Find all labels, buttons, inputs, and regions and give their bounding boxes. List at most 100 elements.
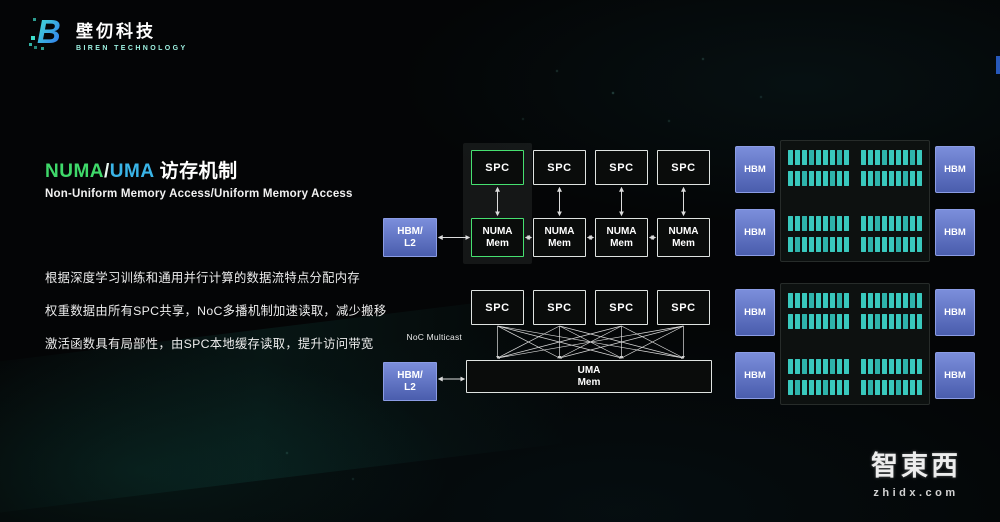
- spc-cell-half: [861, 150, 922, 165]
- spc-cell: [802, 293, 807, 308]
- spc-cell: [868, 380, 873, 395]
- spc-cell: [903, 150, 908, 165]
- spc-cell: [795, 150, 800, 165]
- bullet-item: 根据深度学习训练和通用并行计算的数据流特点分配内存: [45, 271, 360, 285]
- spc-cell: [830, 171, 835, 186]
- spc-cell-half: [861, 237, 922, 252]
- spc-cell: [882, 237, 887, 252]
- spc-cell: [875, 314, 880, 329]
- spc-cell: [889, 237, 894, 252]
- spc-cell: [795, 314, 800, 329]
- hbm-block: HBM: [935, 146, 975, 193]
- spc-cell: [882, 314, 887, 329]
- spc-cell: [917, 171, 922, 186]
- spc-cell: [875, 380, 880, 395]
- spc-cell: [910, 359, 915, 374]
- chip-die: [780, 140, 930, 262]
- numa-spc-box: SPC: [471, 150, 524, 185]
- spc-cell: [837, 293, 842, 308]
- spc-cell: [917, 359, 922, 374]
- page-title: NUMA/UMA 访存机制: [45, 156, 238, 183]
- spc-cell: [809, 359, 814, 374]
- spc-cell: [910, 314, 915, 329]
- spc-cell: [837, 237, 842, 252]
- page-subtitle: Non-Uniform Memory Access/Uniform Memory…: [45, 188, 353, 200]
- spc-cell: [903, 359, 908, 374]
- spc-cell: [788, 150, 793, 165]
- noc-multicast-label: NoC Multicast: [406, 332, 462, 342]
- spc-cell: [830, 380, 835, 395]
- spc-cell: [809, 150, 814, 165]
- spc-cell: [823, 150, 828, 165]
- spc-cell: [896, 380, 901, 395]
- numa-spc-box: SPC: [657, 150, 710, 185]
- watermark-domain: zhidx.com: [873, 487, 959, 499]
- spc-cell: [861, 314, 866, 329]
- spc-cell: [795, 237, 800, 252]
- spc-cell: [816, 150, 821, 165]
- spc-cell: [809, 171, 814, 186]
- bullet-list: 根据深度学习训练和通用并行计算的数据流特点分配内存权重数据由所有SPC共享，No…: [45, 268, 415, 367]
- spc-cell: [830, 314, 835, 329]
- spc-cell: [861, 380, 866, 395]
- spc-cell-row: [788, 380, 922, 395]
- spc-cell: [844, 171, 849, 186]
- spc-cell: [910, 237, 915, 252]
- spc-cell: [823, 171, 828, 186]
- hbm-block: HBM: [735, 289, 775, 336]
- spc-cell: [788, 237, 793, 252]
- brand-name-en: BIREN TECHNOLOGY: [76, 45, 188, 52]
- spc-cell: [861, 216, 866, 231]
- hbm-block: HBM: [735, 352, 775, 399]
- spc-cell: [795, 380, 800, 395]
- spc-cell: [823, 293, 828, 308]
- spc-cell: [903, 380, 908, 395]
- spc-cell: [844, 293, 849, 308]
- uma-spc-box: SPC: [595, 290, 648, 325]
- spc-cell: [788, 380, 793, 395]
- watermark-logo-text: 智東西: [871, 451, 961, 481]
- spc-cell: [788, 359, 793, 374]
- spc-cell: [844, 150, 849, 165]
- spc-cell: [830, 216, 835, 231]
- bullet-item: 权重数据由所有SPC共享，NoC多播机制加速读取，减少搬移: [45, 304, 387, 318]
- spc-cell-half: [788, 359, 849, 374]
- spc-cell: [802, 171, 807, 186]
- spc-cell: [837, 171, 842, 186]
- numa-mem-box: NUMA Mem: [657, 218, 710, 257]
- title-uma: UMA: [109, 161, 154, 182]
- spc-cell: [896, 150, 901, 165]
- spc-cell-row: [788, 293, 922, 308]
- spc-cell: [816, 359, 821, 374]
- numa-mem-box: NUMA Mem: [471, 218, 524, 257]
- spc-cell: [802, 216, 807, 231]
- spc-cell-row: [788, 216, 922, 231]
- spc-cell: [816, 171, 821, 186]
- spc-cell: [903, 237, 908, 252]
- spc-cell: [868, 359, 873, 374]
- brand-name-cn: 壁仞科技: [76, 22, 156, 41]
- spc-cell: [903, 216, 908, 231]
- watermark: 智東西 zhidx.com: [856, 444, 976, 499]
- spc-cell: [875, 216, 880, 231]
- spc-cell: [816, 216, 821, 231]
- spc-cell: [896, 314, 901, 329]
- spc-cell: [910, 171, 915, 186]
- hbm-block: HBM: [735, 146, 775, 193]
- spc-cell: [802, 314, 807, 329]
- chip-die: [780, 283, 930, 405]
- spc-cell-group: [788, 216, 922, 252]
- spc-cell: [788, 171, 793, 186]
- uma-spc-box: SPC: [533, 290, 586, 325]
- spc-cell: [917, 314, 922, 329]
- spc-cell: [917, 293, 922, 308]
- spc-cell-half: [861, 359, 922, 374]
- uma-spc-box: SPC: [471, 290, 524, 325]
- spc-cell: [809, 237, 814, 252]
- numa-spc-box: SPC: [595, 150, 648, 185]
- spc-cell: [903, 314, 908, 329]
